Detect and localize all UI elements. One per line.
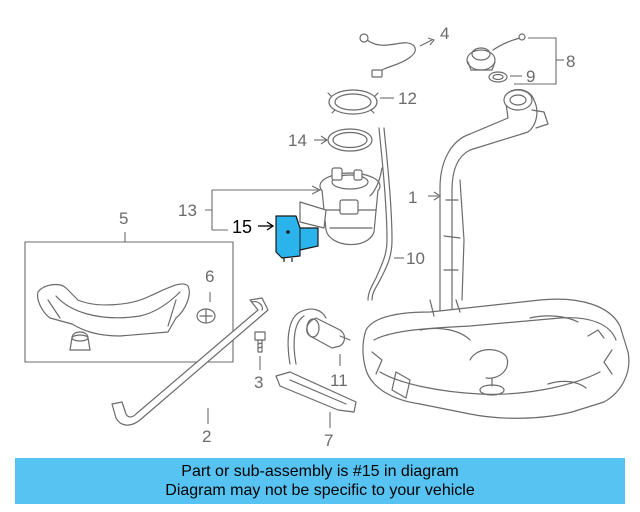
part-10-fuel-line xyxy=(367,127,404,301)
callout-5[interactable]: 5 xyxy=(119,209,128,228)
callout-3[interactable]: 3 xyxy=(254,373,263,392)
part-8-fuel-cap xyxy=(466,33,564,85)
callout-13[interactable]: 13 xyxy=(178,201,197,220)
part-5-heat-shield xyxy=(24,232,234,363)
callout-8[interactable]: 8 xyxy=(566,52,575,71)
callout-14[interactable]: 14 xyxy=(288,131,307,150)
part-13-fuel-pump xyxy=(299,167,383,246)
banner-line-2: Diagram may not be specific to your vehi… xyxy=(165,482,475,499)
part-12-lock-ring xyxy=(327,89,394,115)
part-14-gasket xyxy=(314,128,373,152)
parts-diagram: 4 8 9 12 14 xyxy=(24,24,630,450)
part-15-bracket-highlighted[interactable] xyxy=(258,215,319,262)
part-11-fuel-filter xyxy=(306,317,351,366)
banner-line-1: Part or sub-assembly is #15 in diagram xyxy=(181,463,459,480)
part-7-bracket xyxy=(275,371,357,428)
callout-9[interactable]: 9 xyxy=(526,67,535,86)
info-banner: Part or sub-assembly is #15 in diagram D… xyxy=(15,458,625,504)
callout-6[interactable]: 6 xyxy=(205,267,214,286)
callout-1[interactable]: 1 xyxy=(408,188,417,207)
part-4-sensor-wire xyxy=(359,33,435,78)
callout-4[interactable]: 4 xyxy=(440,24,449,43)
callout-7[interactable]: 7 xyxy=(324,431,333,450)
part-2-strap xyxy=(111,297,269,426)
part-3-bolt xyxy=(254,331,266,370)
callout-10[interactable]: 10 xyxy=(406,249,425,268)
callout-11[interactable]: 11 xyxy=(330,371,348,390)
hose xyxy=(287,308,327,365)
callout-12[interactable]: 12 xyxy=(398,89,417,108)
part-1-filler-neck xyxy=(428,89,549,321)
callout-2[interactable]: 2 xyxy=(202,427,211,446)
part-9-ring xyxy=(488,71,522,83)
fuel-tank xyxy=(362,298,630,419)
callout-15[interactable]: 15 xyxy=(232,217,252,237)
